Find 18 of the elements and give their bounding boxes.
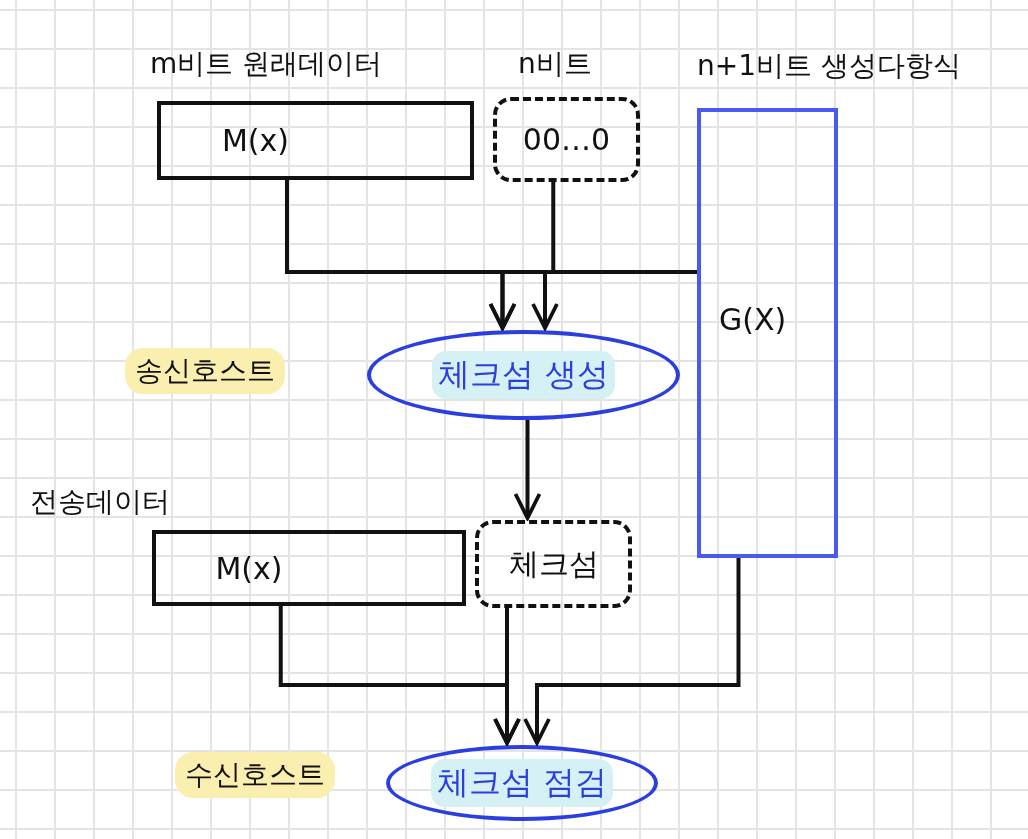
arrow <box>488 182 556 330</box>
process-label: 체크섬 점검 <box>430 759 614 807</box>
heading-label: m비트 원래데이터 <box>150 50 383 78</box>
process-label: 체크섬 생성 <box>432 351 615 399</box>
box-label: G(X) <box>719 302 787 337</box>
heading-label: n비트 <box>518 50 592 78</box>
box-label: 00…0 <box>522 122 611 157</box>
arrow <box>523 558 741 745</box>
host-label: 송신호스트 <box>125 348 285 394</box>
host-label: 수신호스트 <box>175 752 335 798</box>
box-label: 체크섬 <box>508 544 599 583</box>
box-label: M(x) <box>221 123 289 158</box>
arrow <box>493 608 521 745</box>
heading-label: 전송데이터 <box>30 488 170 516</box>
arrow <box>531 270 697 330</box>
box-label: M(x) <box>215 550 283 586</box>
heading-label: n+1비트 생성다항식 <box>697 52 961 80</box>
arrow <box>513 420 542 520</box>
